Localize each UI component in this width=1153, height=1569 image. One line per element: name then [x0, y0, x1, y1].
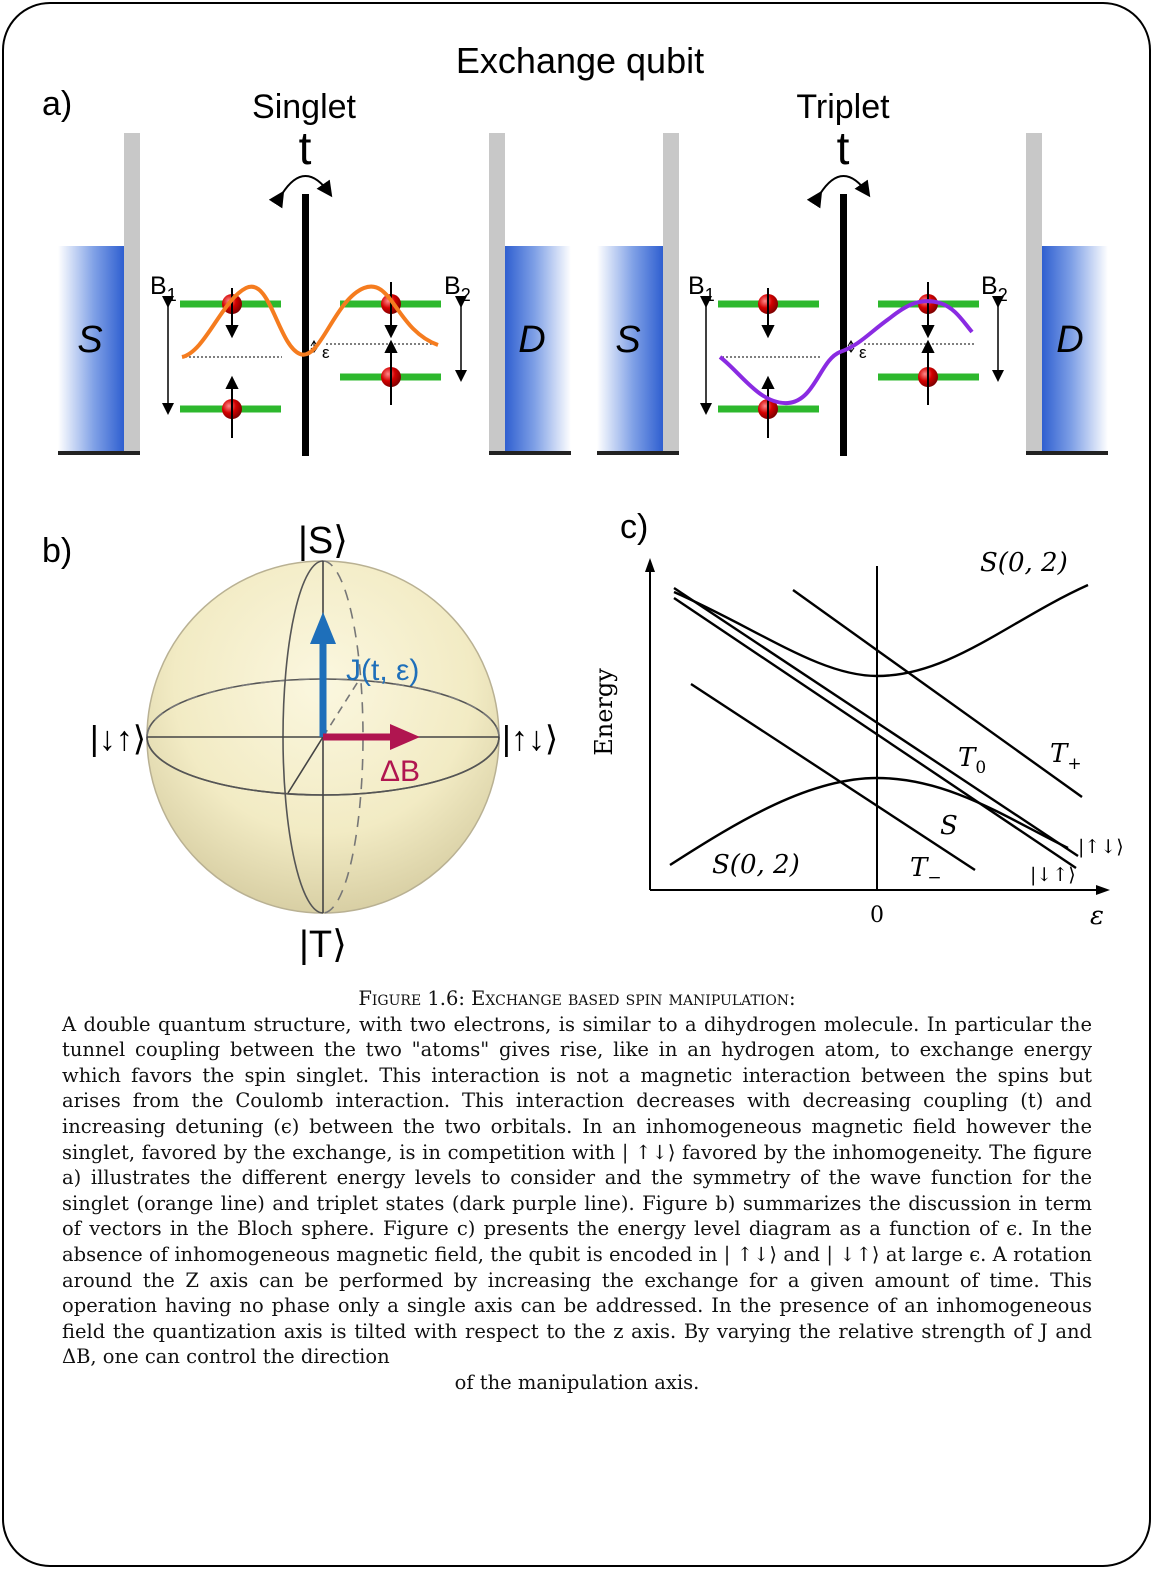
state-top: |S⟩ — [298, 520, 348, 562]
curve-t-minus — [690, 682, 976, 872]
drain-barrier-singlet — [489, 133, 505, 454]
source-barrier-triplet — [663, 133, 679, 454]
triplet-title: Triplet — [796, 88, 890, 126]
curve-down-up — [673, 597, 1077, 869]
curve-t-plus — [792, 589, 1083, 798]
caption-body: A double quantum structure, with two ele… — [62, 1012, 1092, 1369]
tunnel-label-singlet: t — [299, 122, 312, 174]
label-t-plus: T+ — [1050, 739, 1082, 774]
state-left: |↓↑⟩ — [90, 720, 146, 758]
b2-label-triplet: B2 — [981, 272, 1008, 305]
energy-diagram: Energy 0 ε S(0, 2) S(0, 2) T0 T+ T− S |↑… — [590, 548, 1124, 931]
caption-last-line: of the manipulation axis. — [454, 1370, 700, 1394]
label-down-up: |↓↑⟩ — [1030, 864, 1076, 886]
detuning-label-singlet: ε — [322, 343, 330, 362]
drain-reservoir-triplet — [1042, 246, 1108, 454]
triplet-wavefunction — [718, 299, 974, 406]
source-label-triplet: S — [615, 319, 640, 361]
panel-a-label: a) — [42, 85, 72, 123]
singlet-diagram: S t D B1 B2 ε — [58, 122, 571, 456]
label-s: S — [940, 811, 958, 841]
drain-barrier-triplet — [1026, 133, 1042, 454]
j-vector-label: J(t, ε) — [346, 654, 419, 687]
figure-caption: Figure 1.6: Exchange based spin manipula… — [62, 986, 1092, 1396]
source-barrier-singlet — [124, 133, 140, 454]
tunnel-label-triplet: t — [837, 122, 850, 174]
state-right: |↑↓⟩ — [502, 720, 558, 758]
source-reservoir-triplet — [597, 246, 663, 454]
curve-s-lower — [669, 776, 1069, 867]
db-vector-label: ΔB — [380, 755, 420, 788]
curve-s02-upper — [673, 583, 1089, 678]
center-barrier-singlet — [302, 194, 309, 456]
detuning-label-triplet: ε — [859, 343, 867, 362]
drain-label-triplet: D — [1056, 319, 1083, 361]
b2-label-singlet: B2 — [444, 272, 471, 305]
panel-b-label: b) — [42, 532, 72, 570]
tunnel-arrow-triplet — [806, 175, 871, 209]
figure-title: Exchange qubit — [456, 40, 704, 81]
figure: Exchange qubit a) Singlet Triplet S t D — [42, 40, 1124, 966]
label-s02-top: S(0, 2) — [980, 548, 1068, 578]
source-label-singlet: S — [77, 319, 102, 361]
triplet-diagram: S t D B1 B2 ε — [597, 122, 1108, 456]
bloch-sphere: J(t, ε) ΔB |S⟩ |T⟩ |↓↑⟩ |↑↓⟩ — [90, 520, 558, 966]
label-s02-bottom: S(0, 2) — [712, 850, 800, 880]
label-t-minus: T− — [910, 853, 942, 888]
state-bottom: |T⟩ — [299, 924, 347, 966]
singlet-title: Singlet — [252, 88, 357, 126]
drain-reservoir-singlet — [505, 246, 571, 454]
x-tick-zero: 0 — [870, 903, 884, 928]
epsilon-xlabel: ε — [1090, 901, 1104, 931]
source-reservoir-singlet — [58, 246, 124, 454]
b1-label-singlet: B1 — [150, 272, 177, 305]
caption-heading: Figure 1.6: Exchange based spin manipula… — [358, 987, 796, 1010]
b1-label-triplet: B1 — [688, 272, 715, 305]
energy-ylabel: Energy — [590, 668, 618, 756]
singlet-wavefunction — [181, 284, 439, 359]
drain-label-singlet: D — [518, 319, 545, 361]
panel-c-label: c) — [620, 508, 648, 546]
curve-up-down — [673, 587, 1079, 857]
center-barrier-triplet — [840, 194, 847, 456]
label-t0: T0 — [958, 743, 986, 778]
tunnel-arrow-singlet — [268, 175, 333, 209]
label-up-down: |↑↓⟩ — [1078, 836, 1124, 858]
